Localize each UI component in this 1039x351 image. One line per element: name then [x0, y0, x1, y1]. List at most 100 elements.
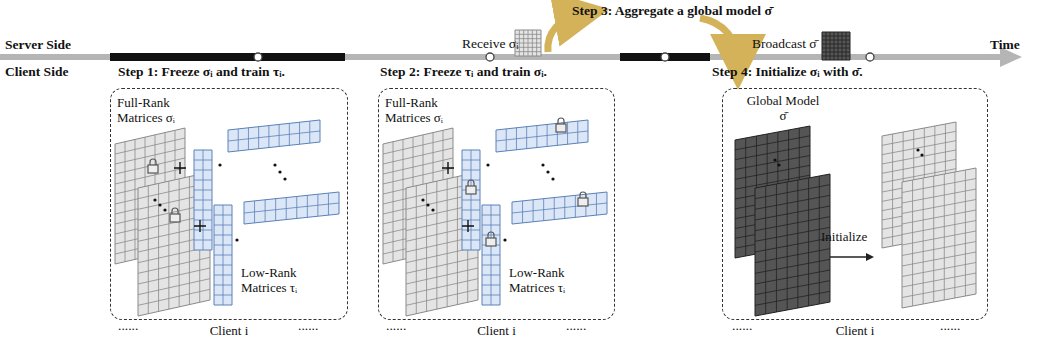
grid-line [482, 225, 500, 226]
timeline [0, 54, 1002, 60]
low-rank-matrix [462, 150, 480, 250]
grid-line [482, 235, 500, 236]
client-box: Full-Rank Matrices σᵢLow-Rank Matrices τ… [110, 88, 348, 320]
lock-icon [556, 124, 566, 132]
grid-line [214, 275, 232, 276]
dot [546, 170, 549, 173]
low-rank-matrix [512, 192, 607, 224]
grid-line [822, 40, 850, 41]
ellipsis: ...... [566, 318, 586, 334]
matrix-icon [822, 32, 850, 60]
dot [283, 177, 286, 180]
grid-line [755, 185, 830, 199]
grid-line [902, 273, 976, 287]
time-point [254, 53, 262, 61]
dot [773, 158, 776, 161]
grid-line [515, 43, 541, 44]
matrix-icon [515, 30, 541, 56]
grid-line [214, 285, 232, 286]
grid-line [383, 138, 453, 154]
timeline-segment [110, 53, 345, 61]
grid-line [822, 56, 850, 57]
dot [235, 238, 238, 241]
grid-line [462, 230, 480, 231]
dot [421, 198, 424, 201]
grid-line [515, 34, 541, 35]
plus-sign [194, 220, 206, 232]
grid-line [755, 259, 830, 273]
arrowhead [866, 253, 874, 261]
grid-line [482, 215, 500, 216]
grid-line [755, 195, 830, 209]
grid-line [882, 159, 956, 173]
event-label: Broadcast σ̄ [752, 36, 817, 52]
lock-icon [170, 214, 180, 222]
grid-line [902, 284, 976, 298]
grid-line [406, 289, 478, 305]
upload-arrow [548, 14, 582, 52]
grid-line [406, 279, 478, 295]
grid-line [902, 210, 976, 224]
grid-line [214, 265, 232, 266]
dot [551, 177, 554, 180]
matrix-label: Low-Rank Matrices τᵢ [241, 265, 305, 295]
lock-icon [558, 118, 564, 124]
grid-line [902, 252, 976, 266]
grid-line [902, 179, 976, 193]
low-rank-matrix [482, 205, 500, 305]
grid-line [194, 230, 212, 231]
grid-line [115, 148, 185, 164]
grid-line [512, 203, 607, 213]
grid-line [194, 220, 212, 221]
grid-line [755, 291, 830, 305]
dot [158, 203, 161, 206]
ellipsis: ...... [940, 318, 960, 334]
grid-line [194, 240, 212, 241]
plus-sign [174, 162, 186, 174]
grid-line [194, 200, 212, 201]
grid-line [755, 270, 830, 284]
matrix-label: Full-Rank Matrices σᵢ [385, 95, 449, 125]
grid-line [194, 190, 212, 191]
grid-line [214, 225, 232, 226]
dot [163, 208, 166, 211]
dot [920, 153, 923, 156]
grid-line [194, 160, 212, 161]
ellipsis: ...... [298, 318, 318, 334]
grid-line [515, 47, 541, 48]
grid-line [482, 265, 500, 266]
dot [777, 163, 780, 166]
grid-line [902, 221, 976, 235]
grid-line [902, 200, 976, 214]
grid-line [115, 158, 185, 174]
grid-line [138, 257, 210, 273]
ellipsis: ...... [386, 318, 406, 334]
client-box: Global Model σ̄InitializeClient i [722, 88, 988, 320]
lock-icon [148, 165, 158, 173]
grid-line [383, 148, 453, 164]
ellipsis: ...... [732, 318, 752, 334]
dot [541, 163, 544, 166]
grid-line [214, 245, 232, 246]
lock-icon [466, 186, 476, 194]
step-label: Step 3: Aggregate a global model σ̄ [572, 3, 772, 19]
matrix-label: Low-Rank Matrices τᵢ [509, 265, 573, 295]
lock-icon [172, 208, 178, 214]
low-rank-matrix [244, 192, 339, 224]
grid-line [406, 257, 478, 273]
dot [218, 163, 221, 166]
lock-icon [488, 232, 494, 238]
grid-line [462, 170, 480, 171]
low-rank-matrix [496, 120, 588, 152]
low-rank-matrix [214, 205, 232, 305]
side-label: Server Side [5, 37, 71, 53]
grid-line [822, 48, 850, 49]
matrix-label: Initialize [821, 229, 867, 244]
grid-line [755, 249, 830, 263]
lock-icon [486, 238, 496, 246]
matrix-label: Global Model σ̄ [743, 93, 823, 123]
grid-line [822, 44, 850, 45]
grid-line [194, 180, 212, 181]
event-label: Receive σᵢ [462, 36, 518, 52]
